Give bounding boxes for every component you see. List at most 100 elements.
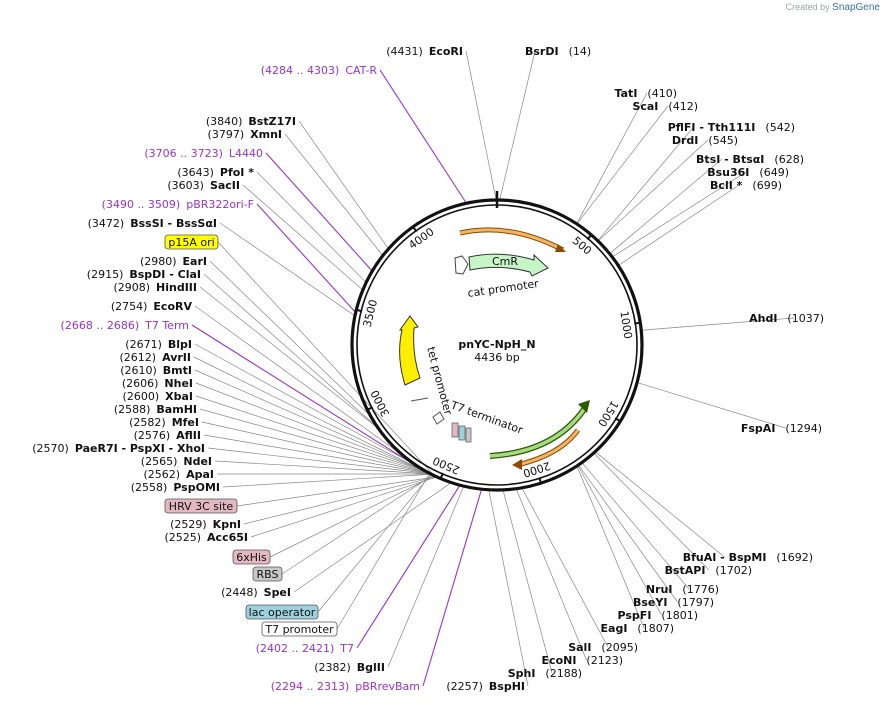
site-label-nrui[interactable]: NruI(1776)	[646, 583, 719, 596]
site-label-aflii[interactable]: (2576)AflII	[134, 429, 201, 442]
site-label-bfuai[interactable]: BfuAI - BspMI(1692)	[683, 551, 813, 564]
site-label-btsi[interactable]: BtsI - BtsαI(628)	[696, 153, 804, 166]
site-label-sacii[interactable]: (3603)SacII	[167, 179, 240, 192]
site-label-paer7i[interactable]: (2570)PaeR7I - PspXI - XhoI	[32, 442, 205, 455]
site-label-eagi[interactable]: EagI(1807)	[601, 622, 674, 635]
site-label-l4440[interactable]: (3706 .. 3723)L4440	[144, 147, 263, 160]
site-label-t7-term[interactable]: (2668 .. 2686)T7 Term	[61, 319, 189, 332]
site-name: BclI *	[710, 179, 743, 192]
site-label-apai[interactable]: (2562)ApaI	[144, 468, 214, 481]
feature-box-lac-operator[interactable]: lac operator	[245, 604, 319, 620]
site-label-ecori[interactable]: (4431)EcoRI	[386, 45, 463, 58]
site-label-avrii[interactable]: (2612)AvrII	[120, 351, 191, 364]
site-label-bseyi[interactable]: BseYI(1797)	[633, 596, 714, 609]
site-label-bstapi[interactable]: BstAPI(1702)	[665, 564, 752, 577]
site-label-fspai[interactable]: FspAI(1294)	[741, 422, 822, 435]
site-label-bcli[interactable]: BclI *(699)	[710, 179, 782, 192]
feature-box-hrv-3c-site[interactable]: HRV 3C site	[164, 498, 238, 514]
tick-mark	[365, 406, 374, 412]
tet-promoter-arrow[interactable]	[399, 315, 421, 386]
leader-ecorv	[194, 305, 397, 452]
site-label-drdi[interactable]: DrdI(545)	[672, 134, 738, 147]
site-pos: (2606)	[122, 377, 159, 390]
leader-ndei	[214, 460, 429, 475]
site-label-nhei[interactable]: (2606)NheI	[122, 377, 193, 390]
leader-blpi	[194, 343, 410, 463]
site-pos: (2565)	[141, 455, 178, 468]
leader-bstz17i	[298, 120, 389, 249]
site-label-kpni[interactable]: (2529)KpnI	[170, 518, 241, 531]
site-label-blpi[interactable]: (2671)BlpI	[125, 338, 192, 351]
site-label-ahdi[interactable]: AhdI(1037)	[749, 312, 824, 325]
site-label-bamhi[interactable]: (2588)BamHI	[114, 403, 197, 416]
site-label-acc65i[interactable]: (2525)Acc65I	[164, 531, 248, 544]
site-pos: (2382)	[314, 661, 351, 674]
cmr-gene-arrow[interactable]	[468, 253, 549, 277]
site-pos: (1776)	[682, 583, 719, 596]
site-label-pspomi[interactable]: (2558)PspOMI	[131, 481, 220, 494]
site-pos: (2257)	[446, 680, 483, 693]
leader-acc65i	[250, 477, 436, 538]
plasmid-size: 4436 bp	[474, 351, 519, 364]
site-label-hindiii[interactable]: (2908)HindIII	[113, 281, 197, 294]
feature-box-label: T7 promoter	[264, 623, 334, 636]
tick-mark	[634, 321, 642, 325]
leader-bseyi	[578, 465, 678, 603]
site-name: BssSI - BssSαI	[130, 217, 217, 230]
site-name: PflFI - Tth111I	[668, 121, 756, 134]
site-label-pbrrevbam[interactable]: (2294 .. 2313)pBRrevBam	[271, 680, 420, 693]
site-pos: (1702)	[715, 564, 752, 577]
leader-pbr322ori-f	[256, 203, 356, 312]
site-name: BseYI	[633, 596, 667, 609]
site-label-bsssi[interactable]: (3472)BssSI - BssSαI	[88, 217, 217, 230]
gene-arc-green	[489, 406, 588, 459]
site-label-xbai[interactable]: (2600)XbaI	[123, 390, 193, 403]
site-label-ndei[interactable]: (2565)NdeI	[141, 455, 212, 468]
site-pos: (2558)	[131, 481, 168, 494]
site-label-bspdi[interactable]: (2915)BspDI - ClaI	[87, 268, 201, 281]
site-pos: (1037)	[787, 312, 824, 325]
site-label-pspfi[interactable]: PspFI(1801)	[618, 609, 698, 622]
site-label-bmti[interactable]: (2610)BmtI	[120, 364, 192, 377]
leader-bstapi	[594, 453, 710, 571]
site-pos: (3643)	[177, 166, 214, 179]
site-label-bstz17i[interactable]: (3840)BstZ17I	[206, 115, 296, 128]
site-label-scai[interactable]: ScaI(412)	[632, 100, 698, 113]
feature-box-6xhis[interactable]: 6xHis	[232, 549, 271, 565]
site-label-pflfi[interactable]: PflFI - Tth111I(542)	[668, 121, 795, 134]
site-label-tati[interactable]: TatI(410)	[615, 87, 677, 100]
site-pos: (2610)	[120, 364, 157, 377]
site-label-bsrdi[interactable]: BsrDI(14)	[525, 45, 591, 58]
feature-box-p15a-ori[interactable]: p15A ori	[164, 234, 219, 250]
site-pos: (2754)	[111, 300, 148, 313]
site-pos: (3840)	[206, 115, 243, 128]
site-label-t7[interactable]: (2402 .. 2421)T7	[256, 642, 354, 655]
leader-drdi	[598, 139, 709, 241]
site-label-spei[interactable]: (2448)SpeI	[221, 586, 291, 599]
site-label-bsphi[interactable]: (2257) BspHI	[446, 680, 525, 693]
site-label-pbr322ori-f[interactable]: (3490 .. 3509)pBR322ori-F	[102, 198, 254, 211]
site-label-sali[interactable]: SalI(2095)	[568, 641, 638, 654]
feature-box-rbs[interactable]: RBS	[252, 566, 283, 582]
leader-fspai	[637, 382, 786, 429]
leader-t7-term	[191, 324, 411, 463]
site-label-eari[interactable]: (2980)EarI	[140, 255, 207, 268]
site-pos: (2915)	[87, 268, 124, 281]
site-label-bglii[interactable]: (2382)BglII	[314, 661, 385, 674]
cat-promoter-arrow[interactable]	[454, 255, 469, 275]
site-label-mfei[interactable]: (2582)MfeI	[129, 416, 199, 429]
site-label-ecorv[interactable]: (2754)EcoRV	[111, 300, 193, 313]
site-label-ecoNI[interactable]: EcoNI(2123)	[542, 654, 623, 667]
leader-btsi	[610, 158, 723, 254]
site-label-bsu36i[interactable]: Bsu36I(649)	[707, 166, 789, 179]
site-pos: (1801)	[661, 609, 698, 622]
site-name: BspHI	[489, 680, 525, 693]
site-name: EagI	[601, 622, 628, 635]
site-label-xmni[interactable]: (3797)XmnI	[208, 128, 282, 141]
site-label-sphi[interactable]: SphI(2188)	[508, 667, 582, 680]
leader-scai	[577, 105, 669, 224]
feature-box-t7-promoter[interactable]: T7 promoter	[261, 621, 338, 637]
site-label-cat-r[interactable]: (4284 .. 4303)CAT-R	[261, 64, 378, 77]
site-name: SphI	[508, 667, 536, 680]
site-label-pfoi[interactable]: (3643)PfoI *	[177, 166, 254, 179]
